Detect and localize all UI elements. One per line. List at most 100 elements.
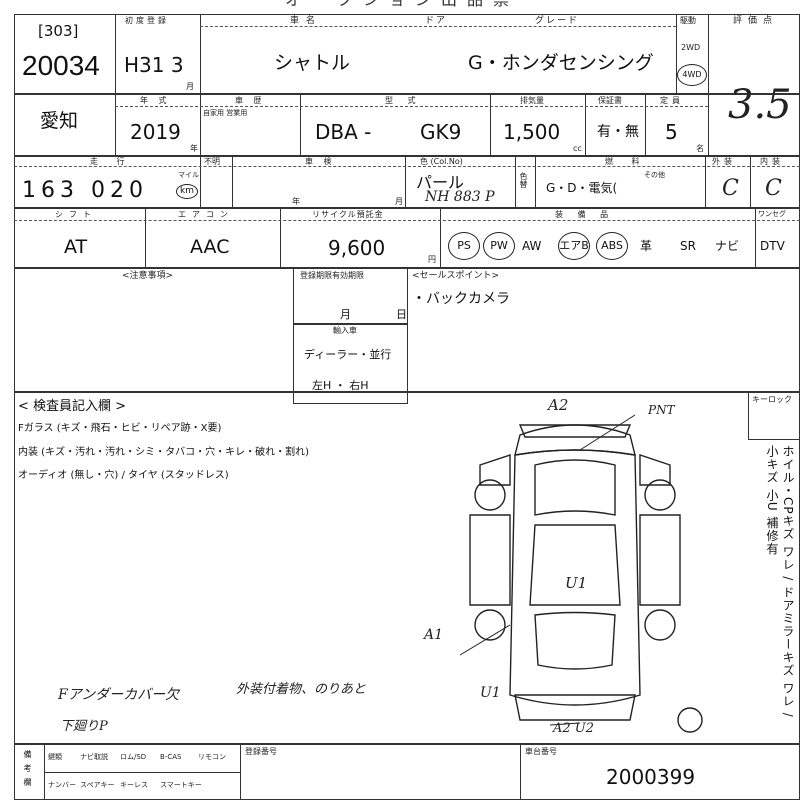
reg-expiry-month: 月	[340, 308, 351, 321]
fuel-other: その他	[644, 171, 665, 179]
score: 3.5	[728, 82, 792, 128]
note-label: <注意事項>	[122, 271, 174, 281]
score-label: 評価点	[733, 16, 779, 26]
seats: 5	[665, 120, 678, 144]
unknown-label: 不明	[204, 157, 220, 166]
seats-label: 定員	[660, 96, 684, 105]
color-change: 色替	[519, 172, 528, 188]
inspector-title: < 検査員記入欄 >	[18, 399, 127, 414]
drive-label: 駆動	[680, 16, 696, 25]
shift-label: シフト	[55, 210, 97, 219]
import-box	[293, 324, 408, 404]
equip-item-3: エアB	[558, 232, 590, 260]
interior-grade: C	[765, 176, 782, 201]
footer-cell-f6: ナンバー	[48, 781, 76, 789]
mark-a2-top: A2	[548, 396, 569, 414]
keyless-label: キーロック	[752, 395, 792, 404]
drive-2wd: 2WD	[681, 43, 701, 52]
footer-cell-f4: B-CAS	[160, 753, 182, 761]
drive-4wd-circle: 4WD	[677, 64, 707, 86]
inspector-line3: オーディオ (無し・穴) / タイヤ (スタッドレス)	[18, 470, 229, 481]
handwritten-note-1: Fアンダーカバー欠	[58, 687, 180, 703]
footer-cell-f3: ロム/SD	[120, 753, 147, 761]
equip-label: 装 備 品	[555, 210, 615, 219]
exterior-grade: C	[722, 176, 739, 201]
equip-item-0: PS	[448, 232, 480, 260]
mark-u1-rear: U1	[480, 685, 501, 701]
history-sub: 自家用 営業用	[203, 109, 248, 117]
type-prefix: DBA -	[315, 120, 372, 144]
lot-small: [303]	[38, 22, 79, 40]
fuel-value: G・D・電気(	[546, 181, 618, 195]
door-label: ドア	[425, 16, 448, 26]
inspector-line2: 内装 (キズ・汚れ・汚れ・シミ・タバコ・穴・キレ・破れ・割れ)	[18, 447, 309, 458]
displacement-label: 排気量	[520, 96, 544, 105]
mark-u1-center: U1	[565, 574, 588, 592]
inspector-line1: Fガラス (キズ・飛石・ヒビ・リペア跡・X要)	[18, 423, 222, 434]
remarks-label: 備考欄	[23, 750, 32, 792]
model-year: 2019	[130, 120, 181, 144]
reg-expiry-label: 登録期限有効期限	[300, 271, 364, 280]
warranty-label: 保証書	[598, 96, 622, 105]
mark-paint: PNT	[648, 403, 675, 417]
grade-label: グレード	[535, 16, 580, 26]
model-year-unit: 年	[190, 144, 198, 153]
mark-a2-rear: A2 U2	[553, 721, 595, 736]
car-name-label: 車 名	[290, 16, 317, 26]
sheet-title: オークション出品票	[285, 0, 519, 8]
km-circle: km	[176, 184, 198, 199]
import-value: ディーラー・並行	[304, 348, 392, 361]
recycle-label: リサイクル預託金	[312, 210, 384, 219]
lot-number: 20034	[22, 50, 100, 81]
type-label: 型 式	[385, 96, 422, 105]
displacement: 1,500	[503, 120, 561, 144]
fuel-label: 燃 料	[605, 157, 648, 166]
chassis-number: 2000399	[606, 765, 696, 789]
color-value: パール	[416, 173, 465, 192]
footer-cell-f7: スペアキー	[80, 781, 115, 789]
row4-frame	[14, 208, 800, 268]
mile-small: マイル	[178, 171, 199, 179]
shift: AT	[64, 236, 88, 258]
type-code: GK9	[420, 120, 462, 144]
reg-expiry-box	[293, 268, 408, 324]
shaken-label: 車 検	[305, 157, 336, 166]
handle-value: 左H ・ 右H	[312, 379, 369, 392]
displacement-unit: cc	[573, 144, 582, 153]
import-label: 輸入車	[333, 326, 357, 335]
model-year-label: 年 式	[140, 96, 171, 105]
reg-month-unit: 月	[186, 82, 194, 91]
handwritten-note-2: 外装付着物、のりあと	[236, 682, 367, 697]
damage-legend: ホイル・CPキズ ワレ / ドアミラーキズ ワレ / 小キズ 小U 補修有	[765, 445, 795, 718]
seats-unit: 名	[696, 144, 704, 153]
footer-cell-f8: キーレス	[120, 781, 148, 789]
car-diagram	[459, 414, 703, 733]
equip-item-5: 革	[640, 239, 653, 253]
footer-cell-f9: スマートキー	[160, 781, 202, 789]
handwritten-note-3: 下廻りP	[60, 719, 108, 734]
footer-cell-f2: ナビ取説	[80, 753, 108, 761]
equip-item-7: ナビ	[715, 239, 740, 253]
sales-label: <セールスポイント>	[412, 271, 500, 281]
shaken-month-unit: 月	[395, 197, 403, 206]
reg-value: H31 3	[124, 53, 184, 77]
color-label: 色 (Col.No)	[420, 157, 463, 166]
equip-item-6: SR	[680, 239, 696, 253]
warranty-value: 有・無	[597, 124, 639, 140]
grade: G・ホンダセンシング	[468, 52, 654, 74]
ac-label: エアコン	[178, 210, 234, 219]
chassis-label: 車台番号	[525, 747, 557, 756]
shaken-year-unit: 年	[292, 197, 300, 206]
recycle: 9,600	[328, 236, 386, 260]
equip-item-2: AW	[522, 239, 542, 253]
sales-point: ・バックカメラ	[412, 291, 510, 307]
reg-expiry-day: 日	[396, 308, 407, 321]
recycle-unit: 円	[428, 255, 436, 264]
equip-item-8: DTV	[760, 239, 785, 253]
interior-label: 内装	[760, 157, 784, 166]
equip-item-4: ABS	[596, 232, 628, 260]
mark-a1: A1	[424, 627, 444, 643]
footer-cell-f1: 鍵類	[48, 753, 62, 761]
ac: AAC	[190, 236, 230, 258]
